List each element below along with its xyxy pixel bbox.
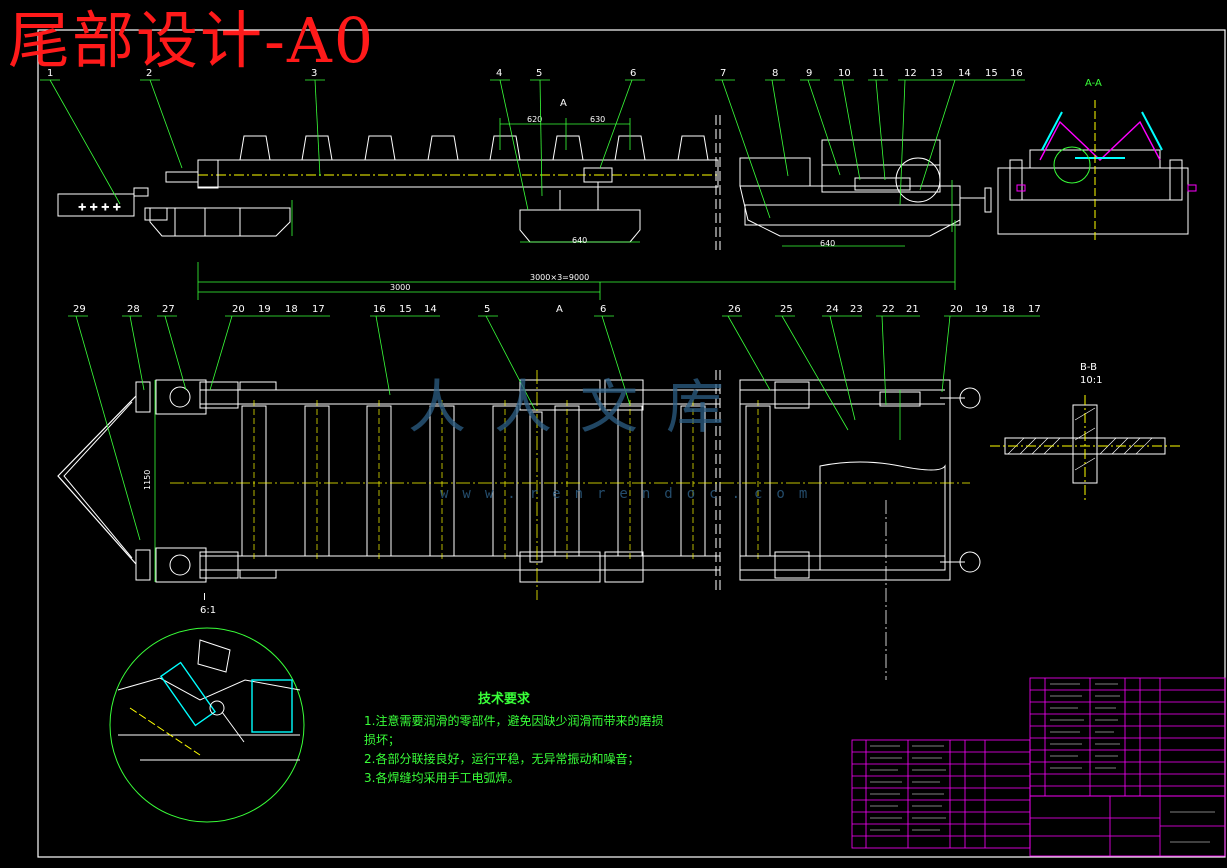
section-scale-b-b: 10:1 xyxy=(1080,375,1102,386)
part-num-bottom: 22 xyxy=(882,304,895,315)
bottom-part-numbers: 29 28 27 20 19 18 17 16 15 14 5 6 26 25 … xyxy=(73,304,1041,315)
svg-text:+ + + +: + + + + xyxy=(78,202,121,213)
part-num-bottom: 5 xyxy=(484,304,490,315)
part-num-top: 13 xyxy=(930,68,943,79)
sheet-border xyxy=(37,29,1226,858)
part-num-bottom: 6 xyxy=(600,304,606,315)
dim-3000x3: 3000×3=9000 xyxy=(530,273,589,282)
part-num-top: 1 xyxy=(47,68,53,79)
tech-requirement-item: 损坏； xyxy=(364,733,401,747)
part-num-bottom: 14 xyxy=(424,304,437,315)
elevation-dimensions xyxy=(197,118,956,300)
section-label-a-a: A-A xyxy=(1085,78,1102,89)
view-label-a-top: A xyxy=(560,98,567,109)
watermark-url: www.renrendoc.com xyxy=(440,486,822,502)
title-block-fill xyxy=(870,683,1215,843)
part-num-bottom: 21 xyxy=(906,304,919,315)
watermark-text: 人人文库 xyxy=(408,373,753,441)
tech-requirement-item: 1.注意需要润滑的零部件，避免因缺少润滑而带来的磨损 xyxy=(364,714,664,728)
part-num-bottom: 29 xyxy=(73,304,86,315)
part-num-bottom: 15 xyxy=(399,304,412,315)
plan-view xyxy=(57,370,981,590)
dim-640-right: 640 xyxy=(820,239,835,248)
part-num-bottom: 25 xyxy=(780,304,793,315)
tech-requirement-item: 2.各部分联接良好，运行平稳，无异常振动和噪音； xyxy=(364,752,640,766)
part-num-bottom: 17 xyxy=(1028,304,1041,315)
part-num-top: 14 xyxy=(958,68,971,79)
part-num-bottom: 17 xyxy=(312,304,325,315)
part-num-bottom: 27 xyxy=(162,304,175,315)
dim-3000: 3000 xyxy=(390,283,410,292)
part-num-top: 4 xyxy=(496,68,502,79)
title-block xyxy=(851,677,1226,857)
detail-label-i: I xyxy=(203,592,206,603)
part-num-bottom: 16 xyxy=(373,304,386,315)
tech-requirements-title: 技术要求 xyxy=(478,692,531,707)
part-num-top: 6 xyxy=(630,68,636,79)
part-num-bottom: 20 xyxy=(950,304,963,315)
part-num-top: 2 xyxy=(146,68,152,79)
part-num-top: 7 xyxy=(720,68,726,79)
part-num-bottom: 18 xyxy=(285,304,298,315)
detail-i xyxy=(109,627,305,823)
detail-scale: 6:1 xyxy=(200,605,216,616)
part-num-bottom: 18 xyxy=(1002,304,1015,315)
part-num-top: 10 xyxy=(838,68,851,79)
dim-640-left: 640 xyxy=(572,236,587,245)
part-num-bottom: 28 xyxy=(127,304,140,315)
part-num-top: 3 xyxy=(311,68,317,79)
plan-centerlines xyxy=(154,370,970,680)
part-num-bottom: 20 xyxy=(232,304,245,315)
part-num-bottom: 23 xyxy=(850,304,863,315)
part-num-top: 12 xyxy=(904,68,917,79)
part-num-bottom: 19 xyxy=(975,304,988,315)
top-leaders xyxy=(40,79,1025,219)
section-b-b xyxy=(990,395,1180,500)
drawing-title: 尾部设计-A0 xyxy=(8,4,376,77)
part-num-top: 11 xyxy=(872,68,885,79)
section-label-b-b: B-B xyxy=(1080,362,1097,373)
tech-requirement-item: 3.各焊缝均采用手工电弧焊。 xyxy=(364,771,520,785)
part-num-top: 9 xyxy=(806,68,812,79)
dim-1150: 1150 xyxy=(143,470,152,490)
view-label-a-bottom: A xyxy=(556,304,563,315)
part-num-bottom: 26 xyxy=(728,304,741,315)
part-num-bottom: 24 xyxy=(826,304,839,315)
part-num-bottom: 19 xyxy=(258,304,271,315)
dim-620: 620 xyxy=(527,115,542,124)
part-num-top: 5 xyxy=(536,68,542,79)
dim-630: 630 xyxy=(590,115,605,124)
bottom-leaders xyxy=(68,315,1040,541)
top-part-numbers: 1 2 3 4 5 6 7 8 9 10 11 12 13 14 15 16 A xyxy=(47,68,1023,109)
elevation-view: + + + + xyxy=(57,115,992,250)
section-a-a xyxy=(997,100,1197,240)
part-num-top: 8 xyxy=(772,68,778,79)
part-num-top: 15 xyxy=(985,68,998,79)
part-num-top: 16 xyxy=(1010,68,1023,79)
